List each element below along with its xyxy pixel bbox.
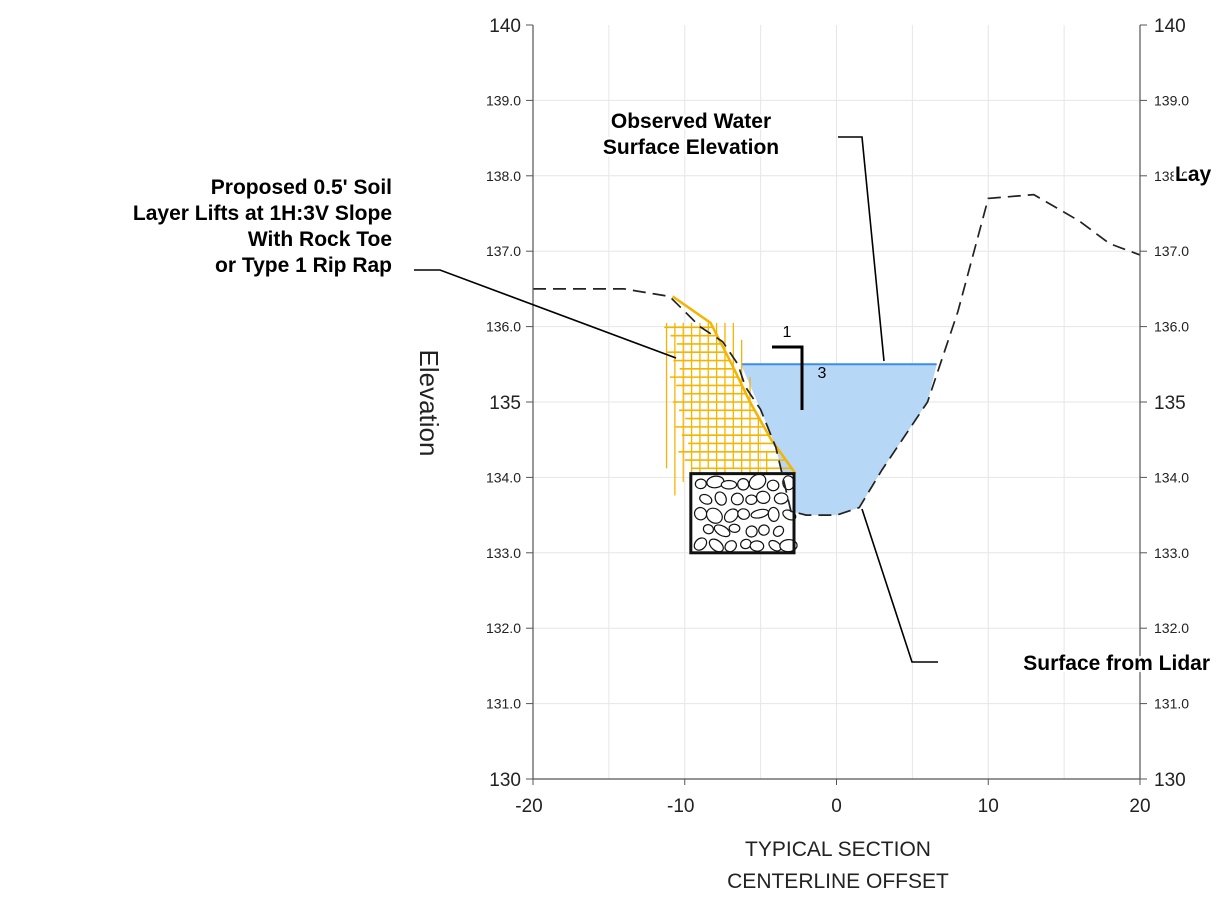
rock-stone xyxy=(737,508,751,520)
y-tick-label-left: 140 xyxy=(489,16,521,37)
rock-toe-border xyxy=(689,472,796,555)
slope-rise-label: 3 xyxy=(818,365,827,382)
x-tick-label: 20 xyxy=(1129,796,1150,817)
rock-stone xyxy=(737,478,750,491)
rock-stone xyxy=(772,525,785,537)
rock-stone xyxy=(730,492,744,506)
rock-stone xyxy=(748,473,767,490)
y-tick-label-right: 131.0 xyxy=(1154,696,1189,712)
slope-bracket xyxy=(772,345,804,410)
rock-stone xyxy=(699,493,713,505)
y-tick-label-right: 136.0 xyxy=(1154,319,1189,335)
y-tick-label-left: 137.0 xyxy=(486,243,521,259)
x-tick-label: 0 xyxy=(831,796,842,817)
annotation-leader-line xyxy=(838,136,885,362)
rock-stone xyxy=(758,524,770,536)
rock-stone xyxy=(766,479,780,492)
y-axis-title: Elevation xyxy=(414,350,444,457)
annotation-leader-line xyxy=(861,508,938,663)
y-tick-label-right: 134.0 xyxy=(1154,469,1189,485)
annotation-text: Lay xyxy=(1175,163,1212,186)
rock-stone xyxy=(745,494,758,506)
rock-stone xyxy=(693,537,708,551)
annotation-text: Observed Water xyxy=(611,110,771,133)
y-tick-label-left: 132.0 xyxy=(486,620,521,636)
slope-run-label: 1 xyxy=(783,324,792,341)
rock-stone xyxy=(773,492,789,505)
slope-indicator: 13 xyxy=(772,324,827,410)
annotation-text: Layer Lifts at 1H:3V Slope xyxy=(133,202,392,225)
y-tick-label-right: 138.0 xyxy=(1154,168,1189,184)
ground-surface-series xyxy=(533,193,1141,516)
y-tick-label-right: 135 xyxy=(1154,393,1186,414)
soil-lifts xyxy=(664,295,797,510)
y-tick-label-right: 139.0 xyxy=(1154,92,1189,108)
y-tick-label-left: 135 xyxy=(489,393,521,414)
rock-stone xyxy=(694,478,707,490)
x-axis-title: TYPICAL SECTION xyxy=(745,838,931,861)
annotation-text: or Type 1 Rip Rap xyxy=(215,254,392,277)
rock-stone xyxy=(702,524,715,535)
rock-stone xyxy=(728,523,741,533)
rock-stone xyxy=(713,524,731,538)
annotation-text: Surface from Lidar xyxy=(1023,652,1210,675)
rock-stone xyxy=(723,508,739,523)
rock-stone xyxy=(705,507,723,524)
rock-stone xyxy=(768,539,782,552)
rock-stone xyxy=(720,479,738,490)
rock-stone xyxy=(693,506,708,521)
annotation-leader-line xyxy=(414,269,677,359)
y-tick-label-left: 138.0 xyxy=(486,168,521,184)
rock-stone xyxy=(740,538,752,550)
annotation-leaders xyxy=(414,136,938,663)
y-tick-label-left: 133.0 xyxy=(486,545,521,561)
y-tick-label-right: 132.0 xyxy=(1154,620,1189,636)
rock-toe xyxy=(689,472,798,555)
x-axis-title: CENTERLINE OFFSET xyxy=(727,870,949,893)
y-tick-label-right: 137.0 xyxy=(1154,243,1189,259)
annotation-text: Surface Elevation xyxy=(603,136,779,159)
ground-surface-line xyxy=(533,193,1141,516)
x-tick-label: -20 xyxy=(515,796,542,817)
x-tick-label: -10 xyxy=(667,796,694,817)
rock-stone xyxy=(755,490,771,504)
rock-stone xyxy=(724,540,738,553)
y-tick-label-left: 131.0 xyxy=(486,696,521,712)
tick-labels: 130131.0132.0133.0134.0135136.0137.0138.… xyxy=(486,16,1189,817)
rock-stone xyxy=(706,475,725,489)
rock-stone xyxy=(708,538,724,553)
x-tick-label: 10 xyxy=(978,796,999,817)
annotation-text: With Rock Toe xyxy=(248,228,392,251)
y-tick-label-left: 139.0 xyxy=(486,92,521,108)
y-tick-label-right: 133.0 xyxy=(1154,545,1189,561)
y-tick-label-left: 134.0 xyxy=(486,469,521,485)
rock-stone xyxy=(714,491,727,506)
rock-stone xyxy=(767,506,780,522)
annotation-text: Proposed 0.5' Soil xyxy=(211,176,392,199)
y-tick-label-right: 140 xyxy=(1154,16,1186,37)
y-tick-label-right: 130 xyxy=(1154,770,1186,791)
rock-stone xyxy=(749,540,765,552)
rock-stone xyxy=(745,525,758,538)
y-tick-label-left: 136.0 xyxy=(486,319,521,335)
y-tick-label-left: 130 xyxy=(489,770,521,791)
